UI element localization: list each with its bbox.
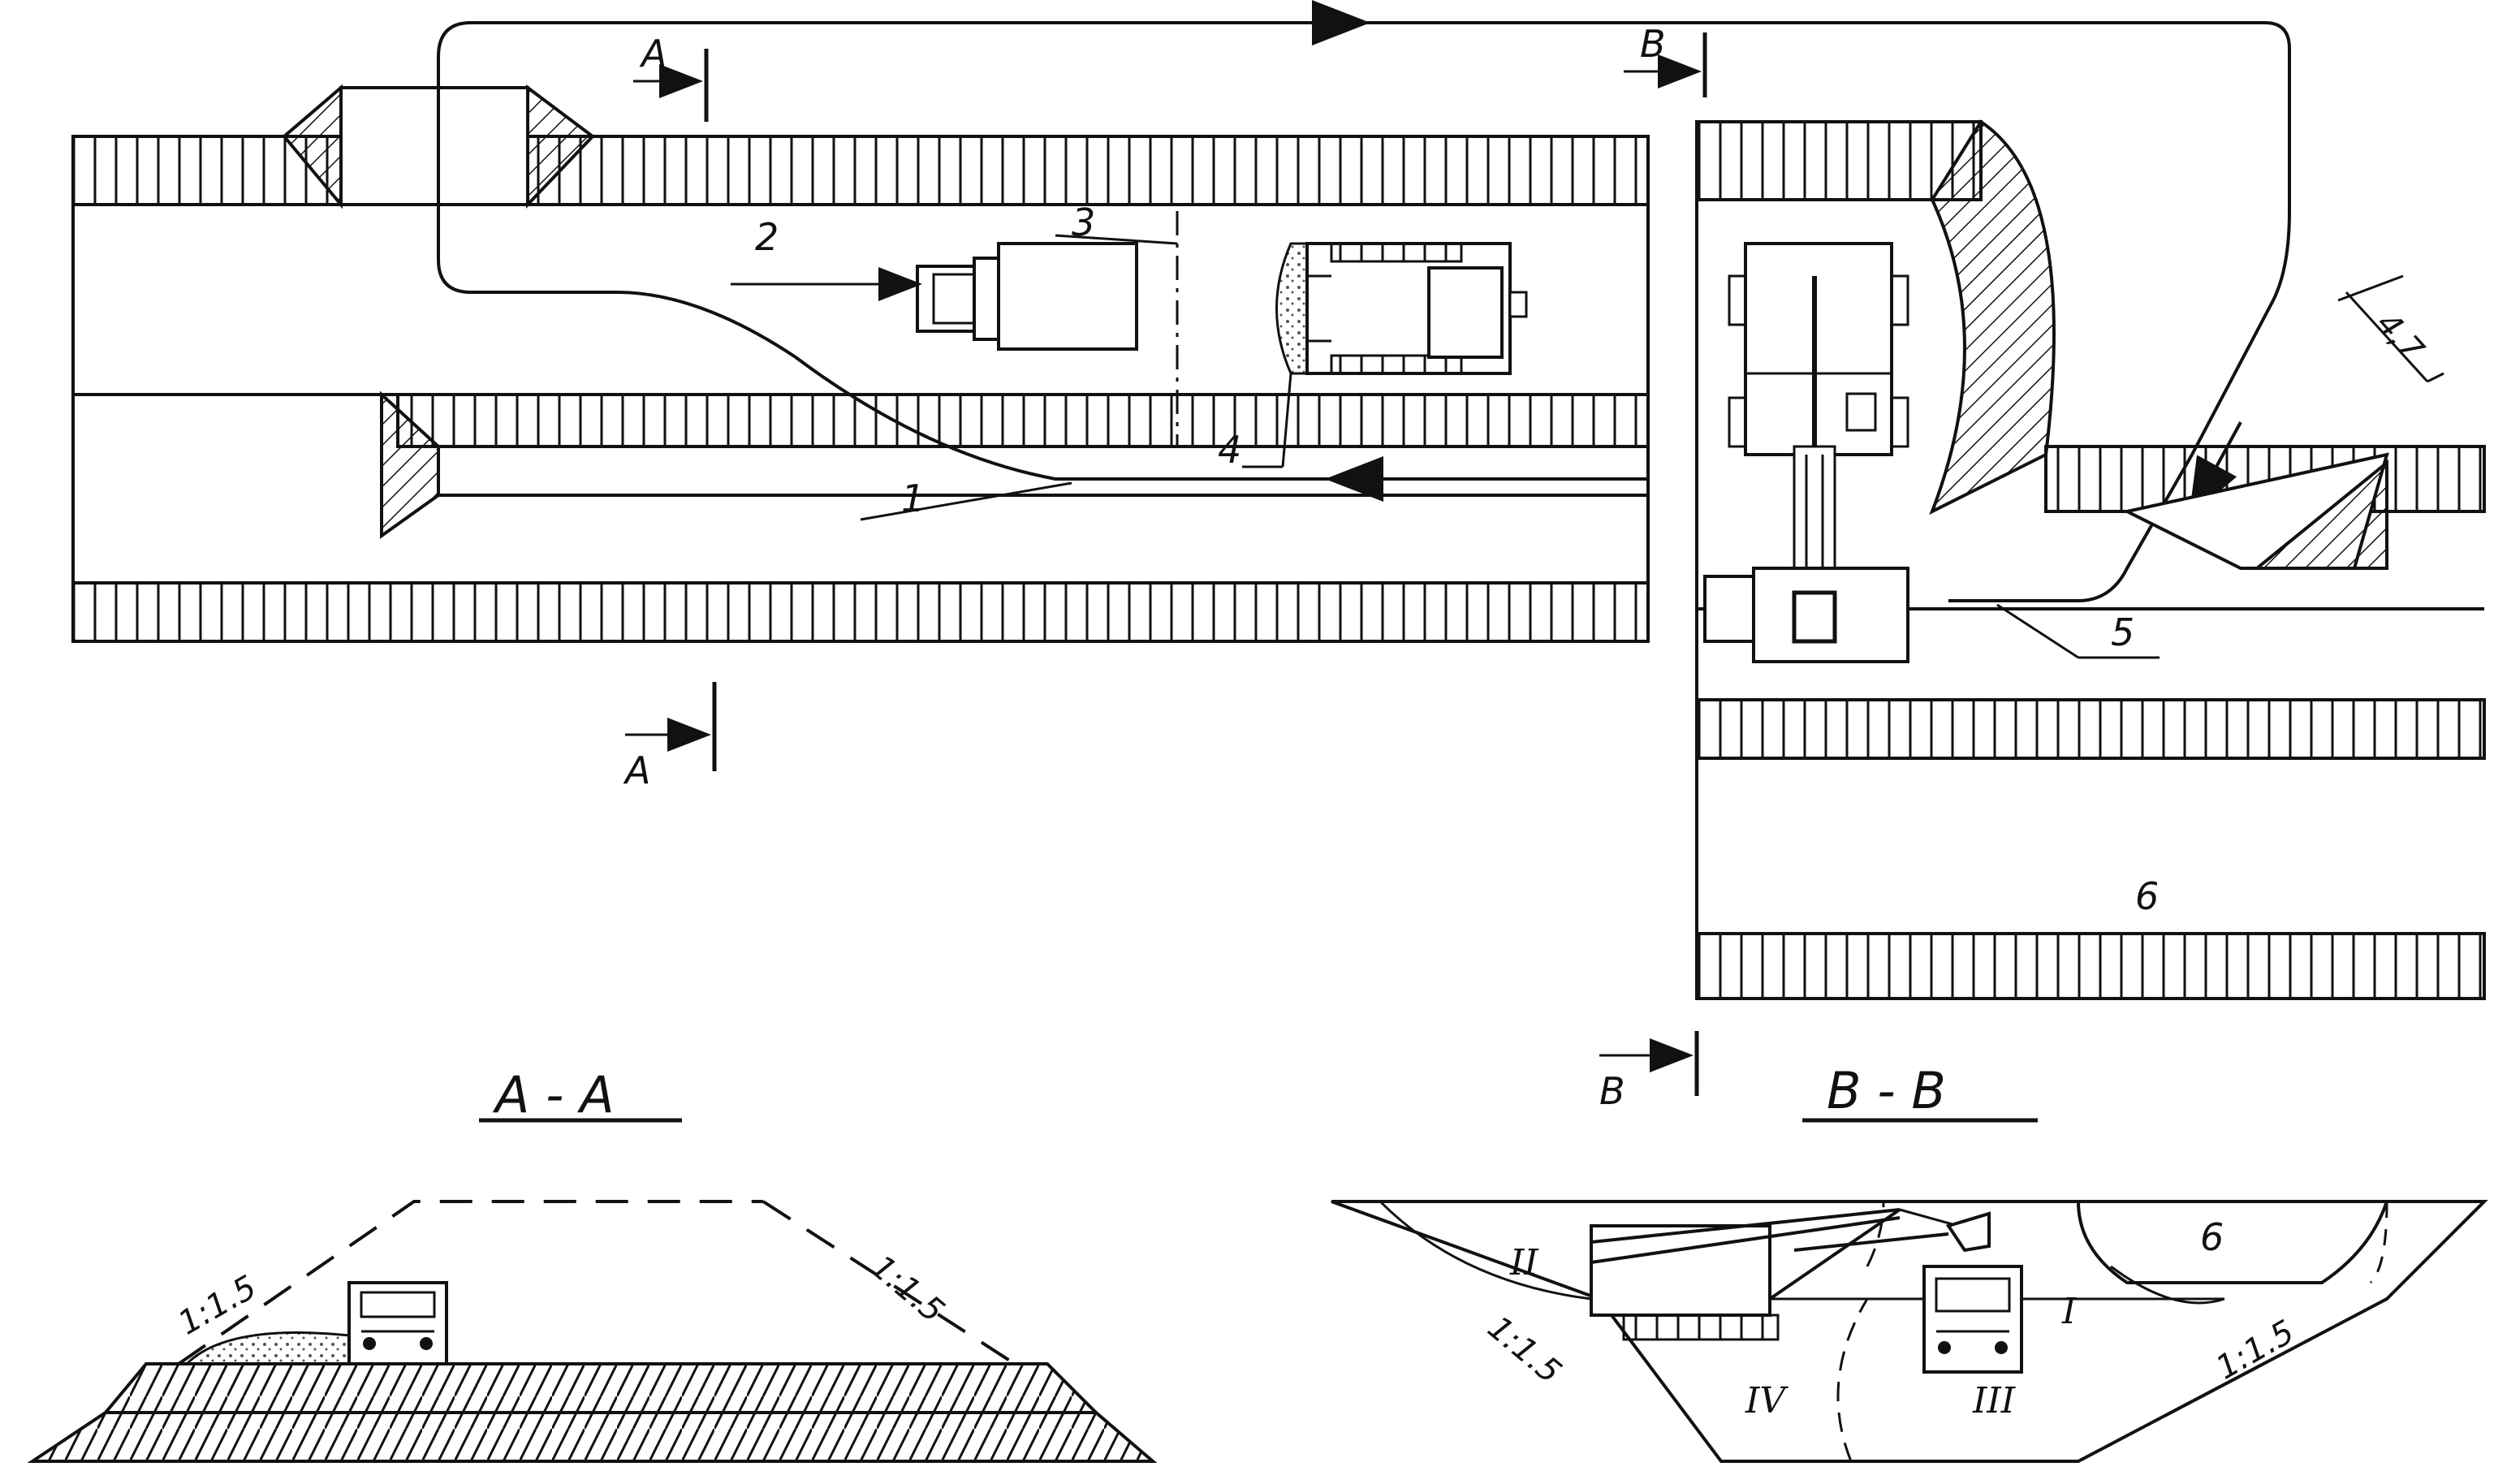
haul-route-loop bbox=[437, 21, 1648, 481]
haul-route-down bbox=[1948, 454, 2194, 602]
fill-layer-1 bbox=[101, 1362, 1100, 1414]
label-1: 1 bbox=[901, 477, 925, 520]
excavator-side-icon bbox=[1590, 1208, 1991, 1341]
slope-bb-left: 1:1.5 bbox=[1481, 1309, 1568, 1391]
dump-truck-icon bbox=[916, 242, 1138, 351]
section-aa: A - A 1:1.5 1:1.5 bbox=[27, 1065, 1158, 1463]
dimension-label: 4,7 bbox=[2369, 305, 2431, 369]
slope-aa-left: 1:1.5 bbox=[172, 1269, 263, 1343]
middle-bank-hatch bbox=[396, 393, 1650, 448]
zone-2-label: II bbox=[1509, 1242, 1539, 1283]
zone-3-label: III bbox=[1972, 1380, 2017, 1421]
fill-layer-2 bbox=[27, 1411, 1158, 1463]
haul-route-top bbox=[714, 21, 2291, 455]
label-2: 2 bbox=[755, 215, 779, 259]
plan-view-left: 2 3 4 1 A A bbox=[71, 0, 2291, 792]
section-a-top-label: A bbox=[639, 32, 667, 75]
zone-6-label: 6 bbox=[2200, 1215, 2224, 1259]
slope-aa-right: 1:1.5 bbox=[864, 1248, 951, 1330]
excavator-icon bbox=[1703, 242, 1909, 663]
section-bb-title: B - B bbox=[1827, 1061, 1946, 1120]
section-bb: B - B II I bbox=[1331, 1061, 2488, 1463]
section-b-top-label: B bbox=[1640, 22, 1666, 66]
bottom-bank-hatch bbox=[71, 581, 1650, 643]
section-b-bottom-label: B bbox=[1599, 1069, 1625, 1113]
dump-truck-front-icon bbox=[347, 1281, 448, 1365]
label-4: 4 bbox=[1218, 428, 1241, 472]
zone-1-label: I bbox=[2061, 1291, 2078, 1332]
section-a-bottom-label: A bbox=[623, 748, 650, 792]
dump-truck-front-icon-bb bbox=[1922, 1265, 2023, 1374]
label-3: 3 bbox=[1072, 201, 1095, 244]
plan-view-right: 4,7 5 6 B B bbox=[1599, 22, 2486, 1113]
curved-face-hatch bbox=[1929, 119, 2056, 516]
zone-4-label: IV bbox=[1745, 1380, 1789, 1421]
bulldozer-icon bbox=[1275, 242, 1528, 375]
label-6-plan: 6 bbox=[2135, 874, 2159, 918]
label-5: 5 bbox=[2111, 610, 2134, 654]
section-aa-title: A - A bbox=[492, 1065, 615, 1124]
